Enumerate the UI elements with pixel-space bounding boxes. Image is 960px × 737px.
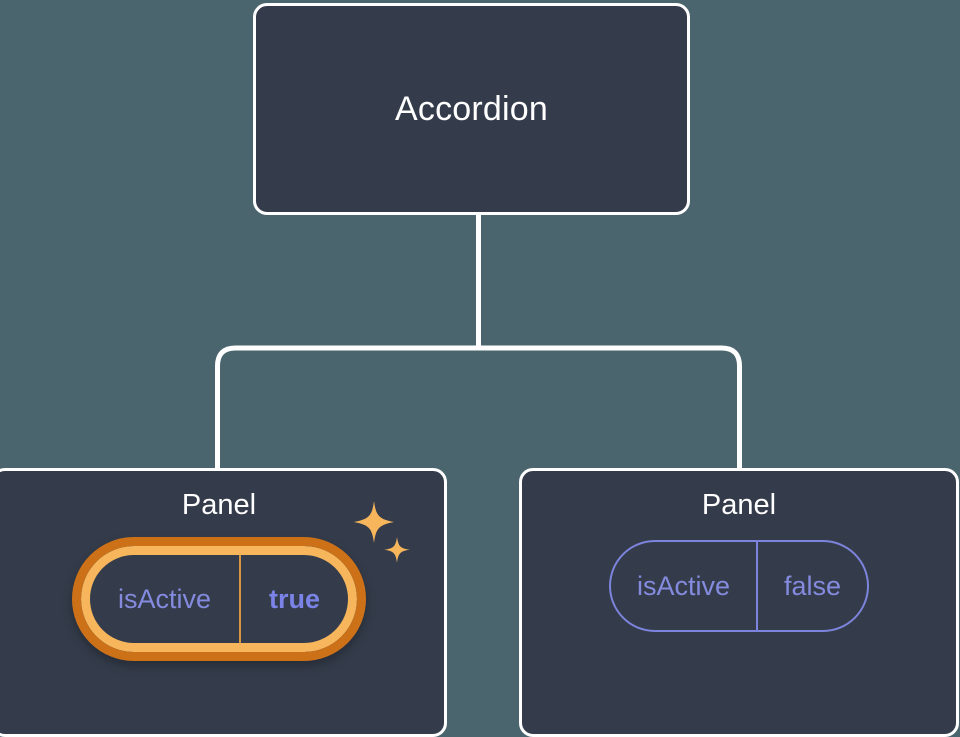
node-title-panel-active: Panel xyxy=(181,489,257,521)
node-title-accordion: Accordion xyxy=(395,89,548,128)
tree-node-panel-active[interactable]: Panel isActive true xyxy=(0,468,447,737)
prop-pill-inactive[interactable]: isActive false xyxy=(608,540,870,632)
prop-key-label-active: isActive xyxy=(117,583,211,614)
prop-key-label-inactive: isActive xyxy=(636,570,730,601)
node-title-panel-inactive: Panel xyxy=(701,489,777,521)
tree-node-panel-inactive[interactable]: Panel isActive false xyxy=(519,468,959,737)
tree-node-accordion[interactable]: Accordion xyxy=(253,3,690,215)
prop-pill-active[interactable]: isActive true xyxy=(71,537,367,661)
prop-pill-inner-ring: isActive true xyxy=(80,546,358,652)
prop-pill-wrap-inactive: isActive false xyxy=(608,540,870,632)
prop-key-cell-inactive: isActive xyxy=(611,542,756,630)
prop-value-label-active: true xyxy=(269,583,321,614)
prop-value-cell-active: true xyxy=(239,555,348,643)
prop-key-cell-active: isActive xyxy=(90,555,239,643)
connector-branch-bar xyxy=(215,345,742,468)
sparkles-icon xyxy=(354,501,410,563)
prop-pill-wrap-active: isActive true xyxy=(71,501,410,661)
prop-value-cell-inactive: false xyxy=(755,542,867,630)
prop-value-label-inactive: false xyxy=(783,570,842,601)
